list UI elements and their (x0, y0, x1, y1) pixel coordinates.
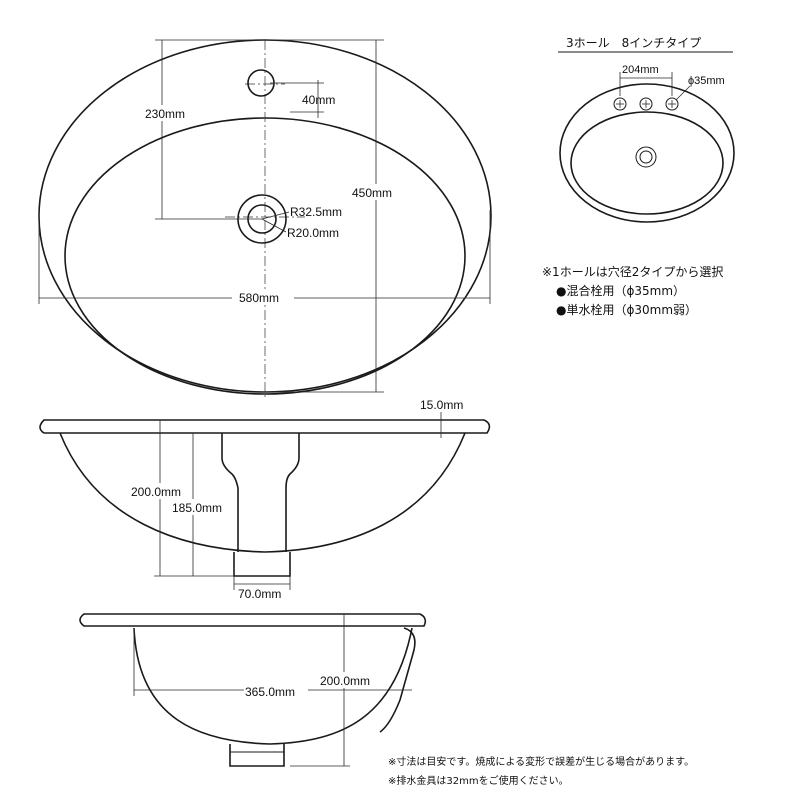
mini-basin-outer (559, 83, 735, 223)
dim-bowl-width-label: 365.0mm (245, 685, 295, 699)
one-hole-note: ※1ホールは穴径2タイプから選択 ●混合栓用（ϕ35mm） ●単水栓用（ϕ30m… (542, 263, 723, 320)
dim-width-label: 580mm (239, 291, 279, 305)
dim-drain-outer-label: R32.5mm (290, 205, 342, 219)
three-hole-spacing-label: 204mm (622, 64, 659, 76)
one-hole-option-1: ●混合栓用（ϕ35mm） (556, 284, 686, 298)
side-bowl (59, 432, 466, 553)
three-hole-diameter-label: ϕ35mm (688, 75, 725, 87)
footnote-2: ※排水金具は32mmをご使用ください。 (388, 776, 569, 787)
dim-faucet-offset-label: 230mm (145, 107, 185, 121)
mini-drain-outer (635, 146, 657, 168)
side-view: 15.0mm 200.0mm 185.0mm 70.0mm (39, 398, 491, 601)
mini-hole-left (613, 97, 627, 111)
front-rim (79, 613, 427, 627)
side-rim (39, 419, 491, 434)
footnotes: ※寸法は目安です。焼成による変形で誤差が生じる場合があります。 ※排水金具は32… (388, 753, 694, 791)
dim-front-height-label: 200.0mm (320, 674, 370, 688)
one-hole-option-2: ●単水栓用（ϕ30mm弱） (556, 303, 698, 317)
side-overflow (221, 433, 300, 552)
mini-hole-center (639, 97, 653, 111)
side-drain-pipe (233, 552, 291, 577)
dim-drain-inner-label: R20.0mm (287, 226, 339, 240)
dim-depth-label: 450mm (352, 186, 392, 200)
mini-basin-inner (570, 111, 724, 215)
front-view: 200.0mm 365.0mm (79, 613, 427, 767)
footnote-1: ※寸法は目安です。焼成による変形で誤差が生じる場合があります。 (388, 757, 695, 768)
mini-hole-right (665, 97, 679, 111)
three-hole-title: 3ホール 8インチタイプ (566, 36, 701, 50)
one-hole-heading: ※1ホールは穴径2タイプから選択 (542, 265, 724, 279)
dim-rim-label: 15.0mm (420, 398, 463, 412)
front-drain-pipe (229, 744, 285, 767)
dim-total-height-label: 200.0mm (131, 485, 181, 499)
dim-hole-offset-label: 40mm (302, 93, 335, 107)
mini-drain-inner (639, 150, 653, 164)
dim-drain-width-label: 70.0mm (238, 587, 281, 601)
front-bowl (133, 627, 413, 745)
top-view: 580mm 450mm 230mm 40mm R32.5mm R20.0mm (38, 39, 492, 400)
front-overflow (379, 627, 416, 733)
three-hole-view: 3ホール 8インチタイプ 204mm ϕ35mm (558, 36, 735, 223)
dim-bowl-height-label: 185.0mm (172, 501, 222, 515)
